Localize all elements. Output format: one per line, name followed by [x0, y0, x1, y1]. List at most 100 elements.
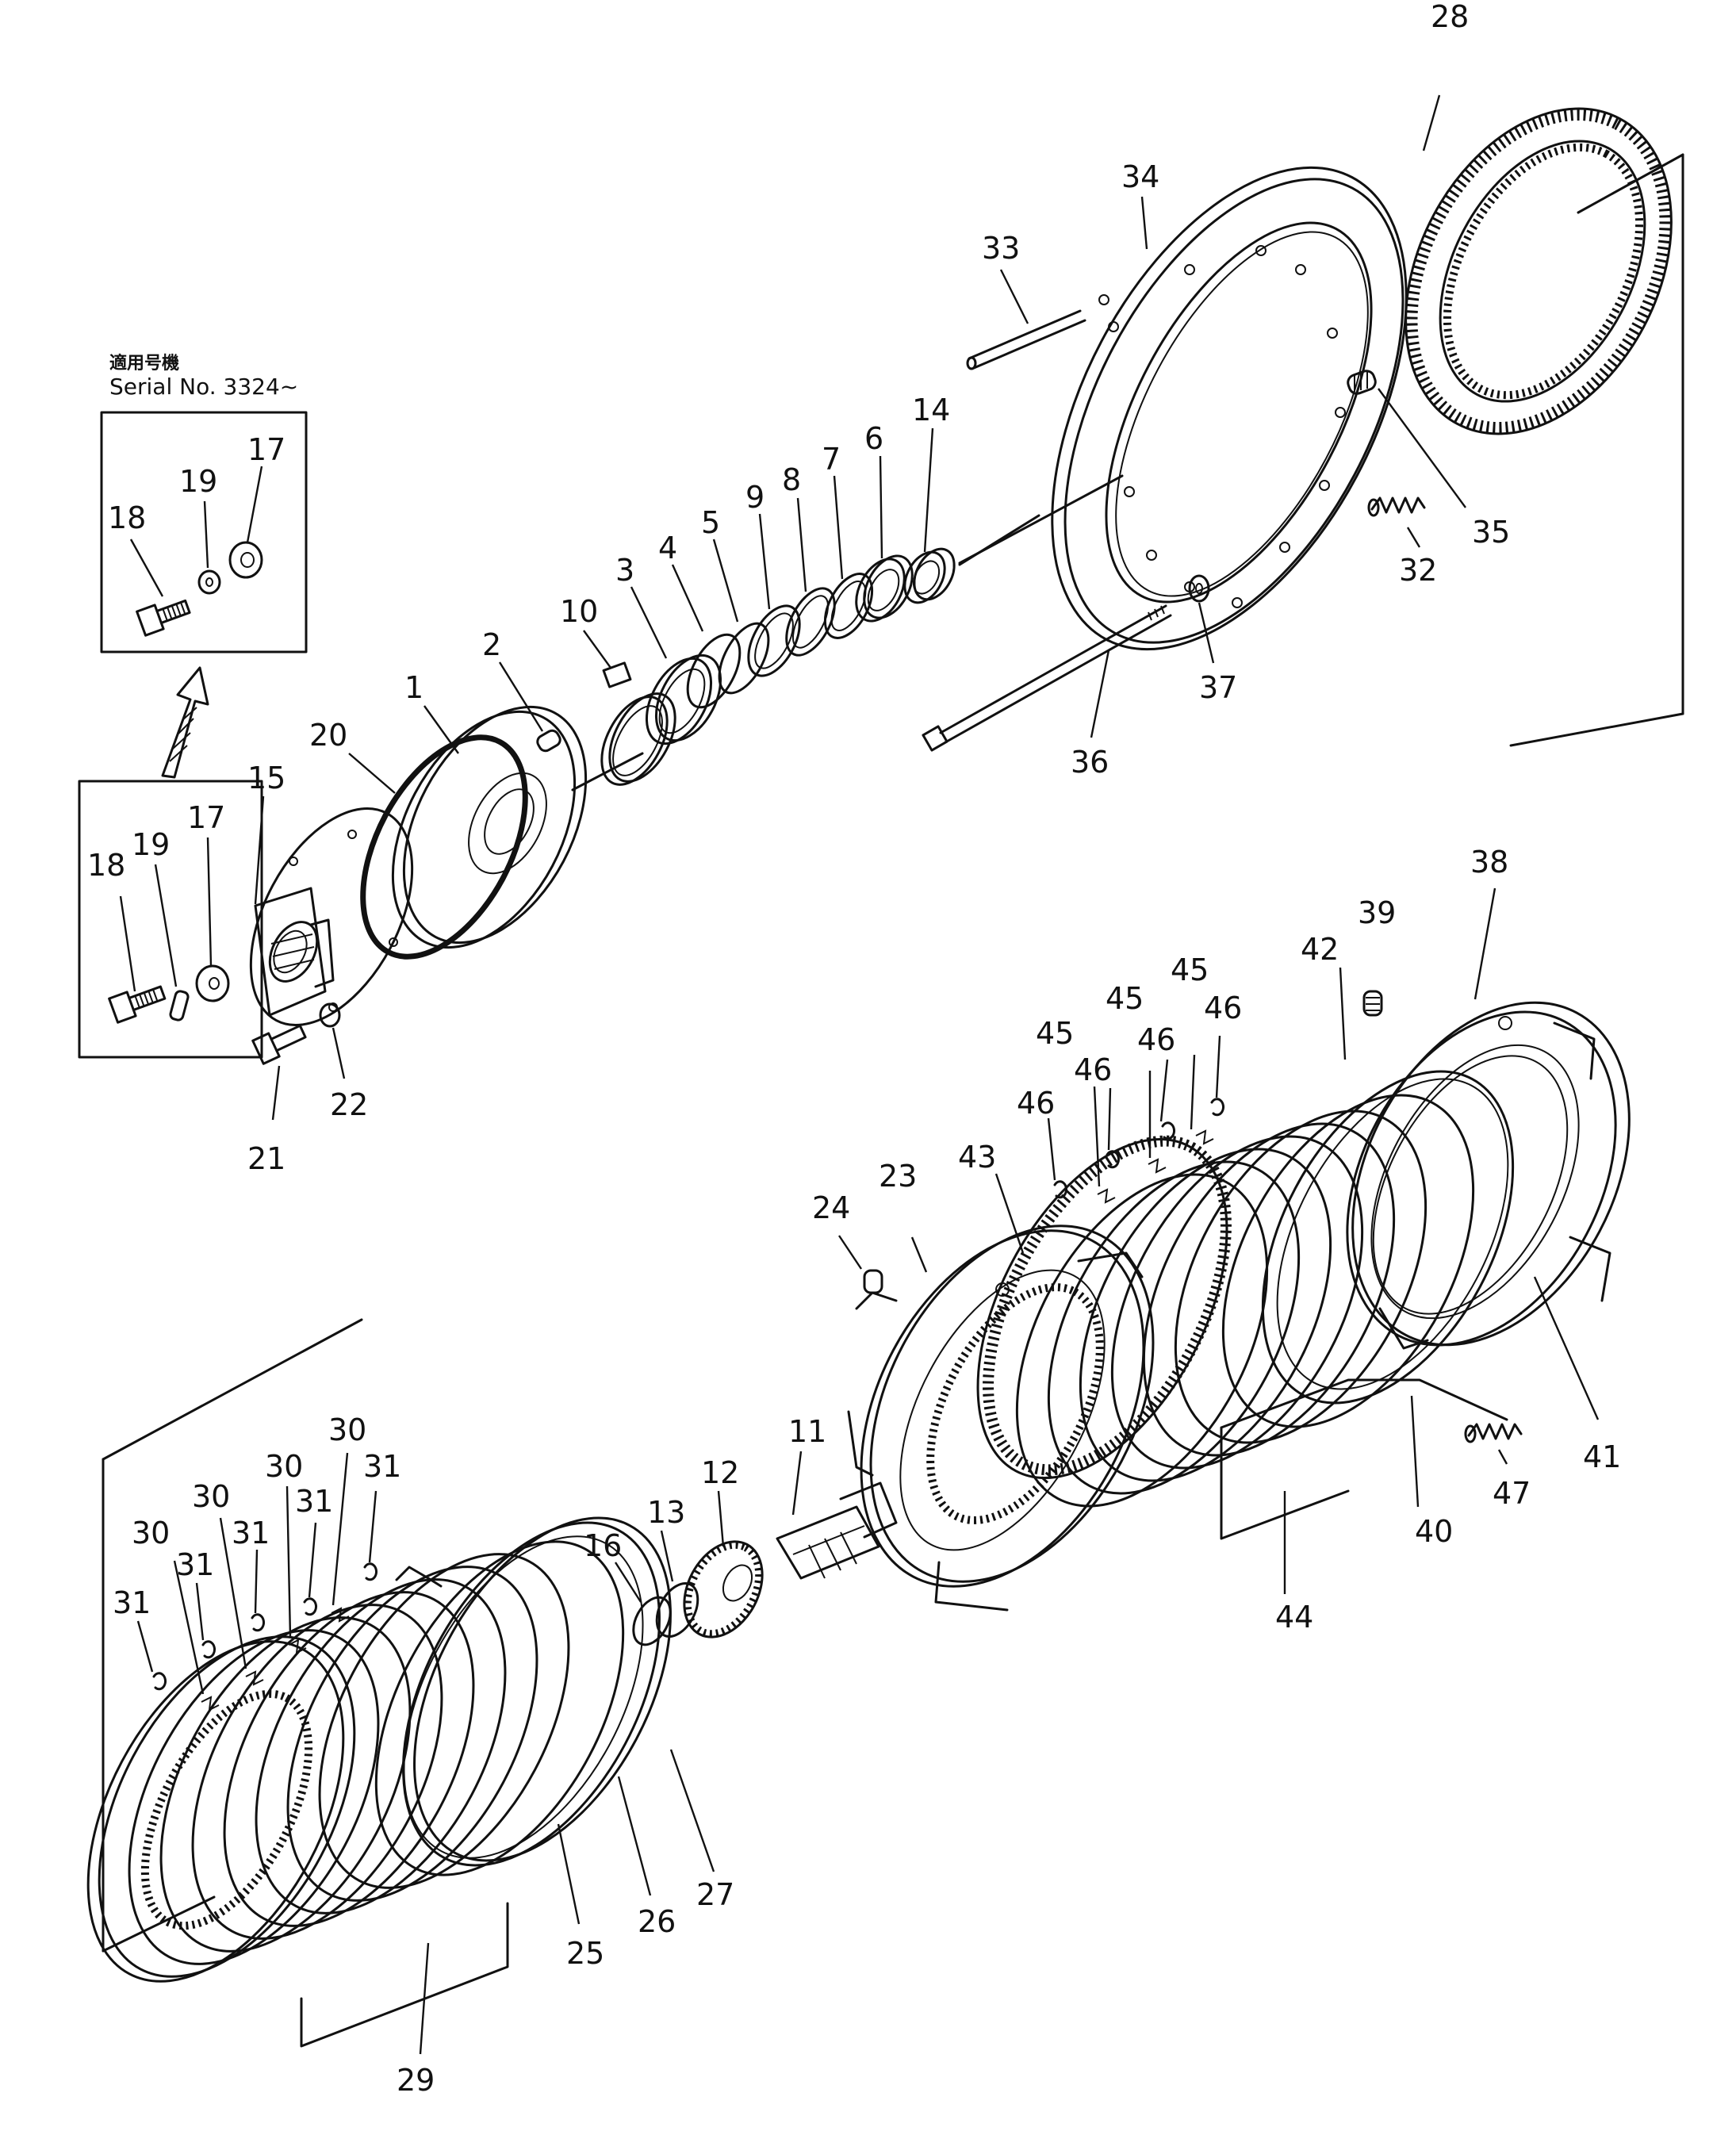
callout-29: 29	[397, 2063, 435, 2098]
piston-1	[391, 705, 644, 949]
callout-28: 28	[1431, 0, 1469, 34]
callout-13: 13	[647, 1495, 685, 1530]
callout-11: 11	[788, 1414, 826, 1449]
callout-25: 25	[566, 1936, 604, 1971]
shaft-11	[776, 1451, 898, 1580]
bolt-21	[251, 1024, 307, 1121]
callout-43: 43	[958, 1140, 996, 1175]
callout-4: 4	[658, 531, 677, 565]
callout-30-a: 30	[328, 1412, 366, 1447]
plug-35	[1347, 370, 1466, 508]
callout-20: 20	[309, 718, 347, 753]
callout-36: 36	[1071, 745, 1109, 780]
bolt-36	[922, 604, 1172, 752]
arrow-up-icon	[161, 666, 209, 779]
pin-33	[966, 269, 1086, 370]
callout-24: 24	[812, 1190, 850, 1225]
callout-17-lower: 17	[187, 800, 225, 835]
callout-40: 40	[1415, 1514, 1453, 1549]
callout-30-b: 30	[265, 1449, 303, 1484]
callout-22: 22	[330, 1087, 368, 1122]
callout-31-b: 31	[295, 1484, 333, 1519]
bearing-6	[855, 455, 914, 623]
callout-12: 12	[701, 1455, 739, 1490]
callout-18-upper: 18	[108, 500, 146, 535]
disc-stack-29	[86, 1553, 570, 2055]
callout-17-upper: 17	[247, 432, 286, 467]
callout-23: 23	[879, 1159, 917, 1194]
callout-42: 42	[1301, 932, 1339, 967]
callout-45-a: 45	[1171, 952, 1209, 987]
callout-19-upper: 19	[179, 464, 217, 499]
callout-32: 32	[1399, 553, 1437, 588]
callout-26: 26	[638, 1904, 676, 1939]
callout-labels: 28 34 33 14 6 7 8 9 5 4 3 10 2 1 20 15 3…	[87, 0, 1621, 2098]
callout-46-d: 46	[1017, 1086, 1055, 1121]
snap-ring-4	[671, 564, 742, 709]
callout-39: 39	[1358, 895, 1396, 930]
callout-31-d: 31	[176, 1547, 214, 1582]
callout-45-c: 45	[1036, 1016, 1074, 1051]
ring-42	[1261, 967, 1515, 1405]
housing-outline	[958, 153, 1684, 747]
gear-43	[976, 1135, 1232, 1479]
callout-1: 1	[404, 670, 423, 705]
housing-38	[1346, 887, 1631, 1420]
cover-gasket	[249, 807, 414, 1026]
callout-21: 21	[247, 1141, 286, 1176]
callout-3: 3	[615, 553, 634, 588]
seal-14	[903, 427, 1040, 604]
callout-45-b: 45	[1106, 981, 1144, 1016]
callout-30-c: 30	[192, 1479, 230, 1514]
plug-2	[498, 661, 561, 753]
o-ring-20	[348, 734, 528, 960]
callout-33: 33	[982, 231, 1020, 266]
disc-stack-44	[1015, 1110, 1508, 1594]
seal-ring-3	[630, 586, 722, 745]
callout-46-a: 46	[1204, 991, 1242, 1025]
spring-32	[1367, 496, 1426, 548]
callout-7: 7	[822, 442, 841, 477]
callout-41: 41	[1583, 1439, 1621, 1474]
plate-34	[1051, 166, 1408, 651]
carrier-23	[847, 1225, 1155, 1612]
callout-8: 8	[782, 462, 801, 497]
inset-box-upper	[100, 411, 308, 653]
piston-ring-10	[583, 630, 676, 786]
callout-6: 6	[864, 421, 883, 456]
callout-34: 34	[1121, 159, 1159, 194]
washer-22	[319, 1002, 346, 1079]
ring-9	[747, 513, 801, 677]
callout-38: 38	[1470, 845, 1508, 880]
callout-37: 37	[1199, 670, 1237, 705]
clips-30-31	[136, 1452, 378, 1711]
plug-24	[838, 1235, 883, 1294]
callout-19-lower: 19	[132, 827, 170, 862]
housing-outline-lower	[102, 1318, 363, 1953]
callout-31-c: 31	[232, 1516, 270, 1550]
callout-10: 10	[560, 594, 598, 629]
callout-2: 2	[482, 627, 501, 662]
callout-46-b: 46	[1137, 1022, 1175, 1057]
serial-note-text: Serial No. 3324~	[109, 374, 298, 400]
callout-44: 44	[1275, 1600, 1313, 1635]
callout-46-c: 46	[1074, 1052, 1112, 1087]
ring-7	[823, 475, 874, 639]
callout-31-a: 31	[363, 1449, 401, 1484]
piston-27-26-25	[374, 1516, 715, 1925]
flange-15	[254, 795, 335, 1017]
ring-16	[614, 1562, 672, 1646]
callout-15: 15	[247, 761, 286, 795]
serial-note: 適用号機 Serial No. 3324~	[109, 353, 298, 400]
callout-5: 5	[701, 505, 720, 540]
plug-39	[1362, 990, 1383, 1017]
callout-16: 16	[584, 1528, 622, 1563]
inset-box-lower	[78, 780, 263, 1059]
callout-14: 14	[912, 393, 950, 427]
washer-37	[1188, 574, 1215, 664]
callout-18-lower: 18	[87, 848, 125, 883]
ring-13	[655, 1530, 699, 1638]
callout-9: 9	[745, 480, 765, 515]
ring-gear-28	[1405, 94, 1673, 435]
